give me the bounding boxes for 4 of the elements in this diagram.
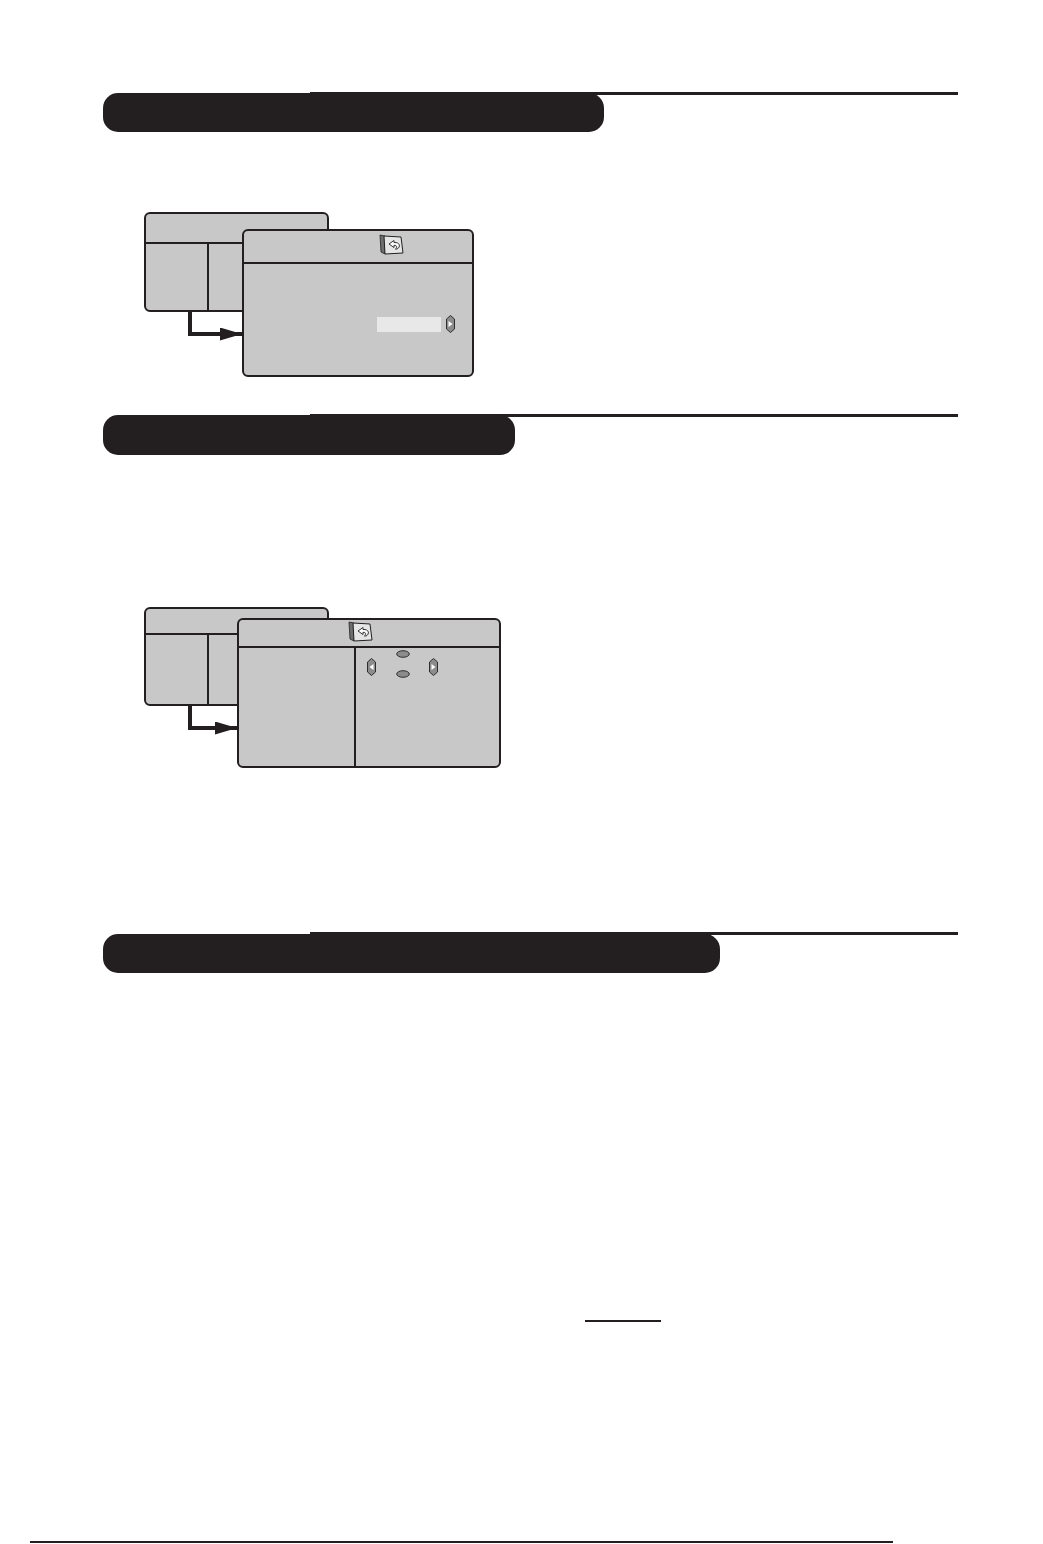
arrow <box>188 706 237 735</box>
sub-menu <box>237 618 501 768</box>
arrow <box>188 312 242 341</box>
sub-menu <box>242 229 474 377</box>
